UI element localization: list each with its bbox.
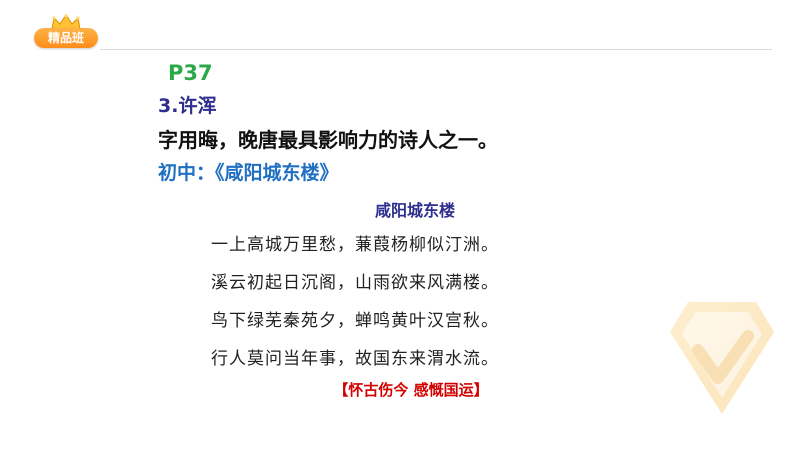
- badge-label: 精品班: [34, 28, 98, 48]
- poem-line: 溪云初起日沉阁，山雨欲来风满楼。: [211, 273, 499, 293]
- header-divider: [100, 49, 772, 50]
- poet-intro: 字用晦，晚唐最具影响力的诗人之一。: [158, 128, 498, 152]
- poem-line: 鸟下绿芜秦苑夕，蝉鸣黄叶汉宫秋。: [211, 311, 499, 331]
- poem-line: 行人莫问当年事，故国东来渭水流。: [211, 349, 499, 369]
- page-number: P37: [168, 61, 213, 85]
- watermark-logo-icon: [670, 302, 774, 414]
- crown-icon: [51, 14, 81, 30]
- textbook-reference: 初中：《咸阳城东楼》: [158, 162, 339, 184]
- poem-body: 一上高城万里愁，蒹葭杨柳似汀洲。 溪云初起日沉阁，山雨欲来风满楼。 鸟下绿芜秦苑…: [211, 232, 499, 384]
- poem-title: 咸阳城东楼: [374, 201, 455, 220]
- poem-line: 一上高城万里愁，蒹葭杨柳似汀洲。: [211, 235, 499, 255]
- poet-heading: 3.许浑: [158, 95, 217, 117]
- poem-theme: 【怀古伤今 感慨国运】: [333, 381, 489, 399]
- premium-class-badge: 精品班: [34, 14, 98, 48]
